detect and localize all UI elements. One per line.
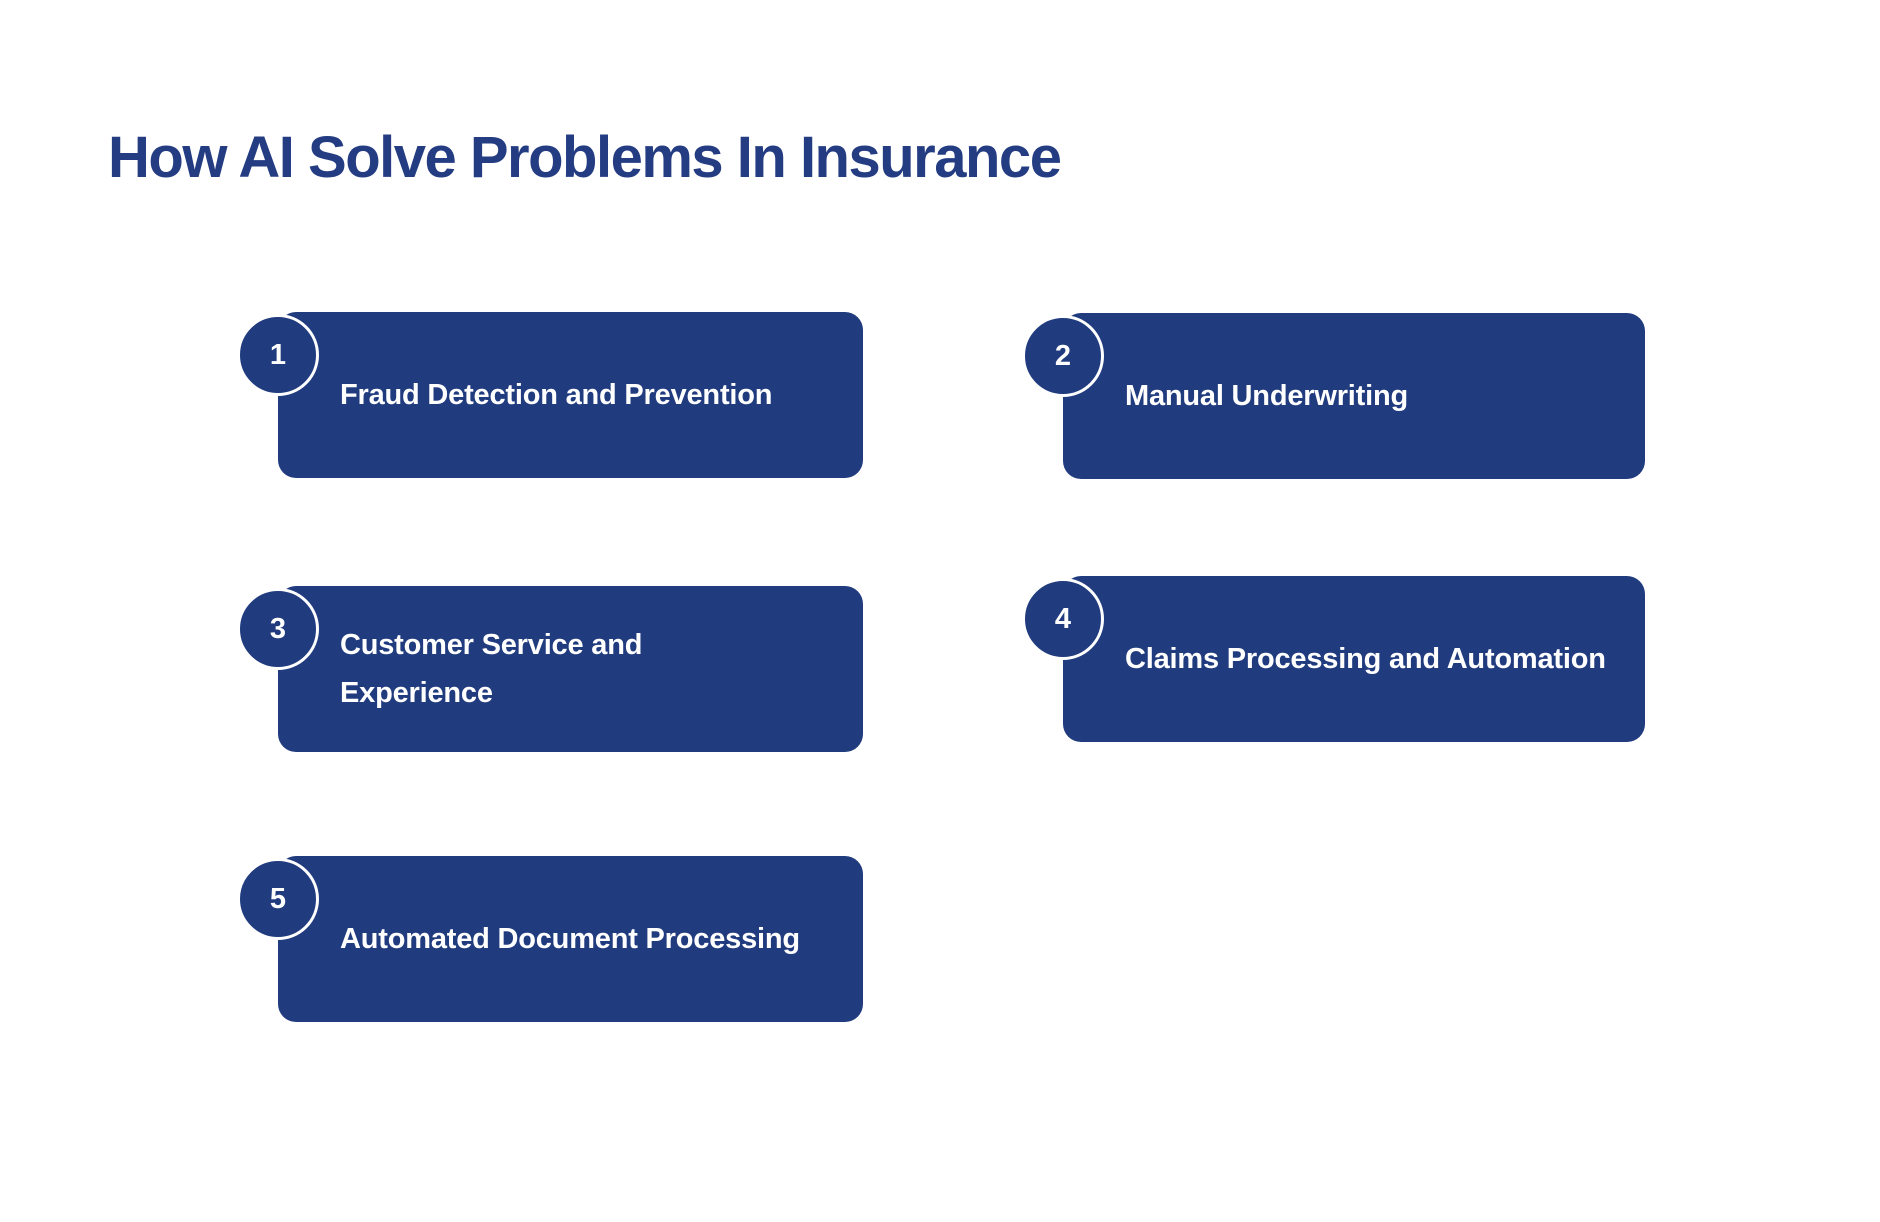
card-label-customer-service: Customer Service and Experience <box>340 629 643 709</box>
card-manual-underwriting: 2 Manual Underwriting <box>1022 313 1645 479</box>
page-title: How AI Solve Problems In Insurance <box>108 125 1062 190</box>
number-badge-5: 5 <box>237 858 319 940</box>
badge-number-label: 3 <box>269 612 287 645</box>
card-claims-processing: 4 Claims Processing and Automation <box>1022 576 1645 742</box>
card-label-fraud-detection: Fraud Detection and Prevention <box>340 379 773 411</box>
card-document-processing: 5 Automated Document Processing <box>237 856 863 1022</box>
number-badge-3: 3 <box>237 588 319 670</box>
number-badge-2: 2 <box>1022 315 1104 397</box>
badge-number-label: 4 <box>1054 602 1072 635</box>
badge-number-label: 5 <box>269 882 287 915</box>
number-badge-4: 4 <box>1022 578 1104 660</box>
card-label-manual-underwriting: Manual Underwriting <box>1125 380 1408 412</box>
badge-number-label: 1 <box>269 338 287 371</box>
card-customer-service: 3 Customer Service and Experience <box>237 586 863 752</box>
card-label-claims-processing: Claims Processing and Automation <box>1125 643 1606 675</box>
card-fraud-detection: 1 Fraud Detection and Prevention <box>237 312 863 478</box>
badge-number-label: 2 <box>1054 339 1072 372</box>
card-label-document-processing: Automated Document Processing <box>340 923 800 955</box>
number-badge-1: 1 <box>237 314 319 396</box>
